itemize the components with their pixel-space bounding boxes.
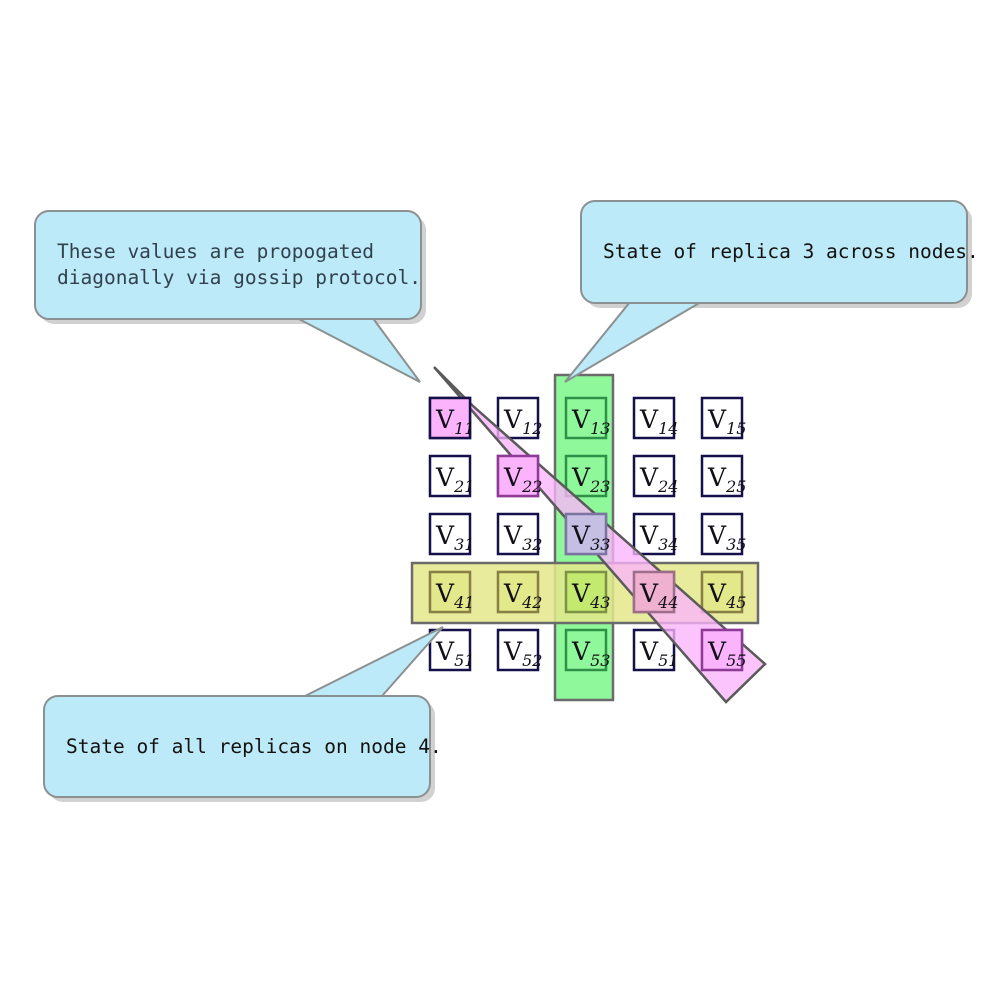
cell-subscript: 25 — [725, 477, 746, 496]
cell-subscript: 14 — [658, 419, 678, 438]
callout-tail-replica-3-note — [564, 301, 705, 383]
cell-box — [428, 570, 472, 614]
cell-box — [564, 396, 608, 440]
cell-subscript: 11 — [454, 419, 474, 438]
grid-cell-v14[interactable]: V14 — [632, 396, 678, 440]
cell-box — [496, 512, 540, 556]
grid-cell-v32[interactable]: V32 — [496, 512, 542, 556]
cell-subscript: 44 — [657, 593, 678, 612]
cell-subscript: 23 — [589, 477, 610, 496]
cell-box — [496, 570, 540, 614]
grid-cell-v41[interactable]: V41 — [428, 570, 474, 614]
cell-subscript: 35 — [726, 535, 746, 554]
cell-subscript: 31 — [454, 535, 474, 554]
grid-cell-v45[interactable]: V45 — [700, 570, 746, 614]
cell-subscript: 32 — [522, 535, 542, 554]
cell-subscript: 12 — [522, 419, 542, 438]
cell-subscript: 15 — [726, 419, 746, 438]
grid-cell-v42[interactable]: V42 — [496, 570, 542, 614]
grid-cell-v35[interactable]: V35 — [700, 512, 746, 556]
cell-subscript: 22 — [521, 477, 542, 496]
cell-box — [564, 454, 608, 498]
cell-subscript: 45 — [725, 593, 746, 612]
grid-cell-v24[interactable]: V24 — [632, 454, 678, 498]
callout-tail-node-4-note — [304, 626, 444, 697]
cell-box — [700, 454, 744, 498]
grid-cell-v44[interactable]: V44 — [632, 570, 678, 614]
grid-cell-v22[interactable]: V22 — [496, 454, 542, 498]
cell-subscript: 43 — [589, 593, 610, 612]
cell-subscript: 41 — [453, 593, 474, 612]
callout-box-gossip-note[interactable] — [34, 210, 422, 320]
cell-subscript: 51 — [454, 651, 474, 670]
grid-cell-v34[interactable]: V34 — [632, 512, 678, 556]
cell-box — [632, 396, 676, 440]
cell-box — [428, 512, 472, 556]
grid-cell-v13[interactable]: V13 — [564, 396, 610, 440]
cell-subscript: 13 — [590, 419, 610, 438]
grid-cell-v33[interactable]: V33 — [564, 512, 610, 556]
grid-cell-v25[interactable]: V25 — [700, 454, 746, 498]
grid-cell-v51[interactable]: V51 — [632, 628, 678, 672]
grid-cell-v53[interactable]: V53 — [564, 628, 610, 672]
cell-subscript: 55 — [726, 651, 746, 670]
grid-cell-v31[interactable]: V31 — [428, 512, 474, 556]
cell-subscript: 53 — [590, 651, 610, 670]
cell-box — [428, 454, 472, 498]
grid-cell-v43[interactable]: V43 — [564, 570, 610, 614]
grid-cell-v23[interactable]: V23 — [564, 454, 610, 498]
cell-box — [428, 628, 472, 672]
cell-box — [700, 628, 744, 672]
grid-cell-v51[interactable]: V51 — [428, 628, 474, 672]
grid-cell-v55[interactable]: V55 — [700, 628, 746, 672]
cell-subscript: 52 — [522, 651, 542, 670]
grid-cell-v11[interactable]: V11 — [428, 396, 474, 440]
callout-tail-gossip-note — [294, 316, 421, 383]
cell-box — [632, 454, 676, 498]
cell-subscript: 51 — [658, 651, 678, 670]
grid-cell-v15[interactable]: V15 — [700, 396, 746, 440]
cell-subscript: 21 — [453, 477, 474, 496]
cell-subscript: 42 — [521, 593, 542, 612]
grid-cell-v12[interactable]: V12 — [496, 396, 542, 440]
cell-subscript: 24 — [657, 477, 678, 496]
callout-box-node-4-note[interactable] — [43, 695, 431, 798]
cell-box — [700, 570, 744, 614]
cell-box — [632, 628, 676, 672]
callout-box-group — [34, 200, 968, 798]
cell-subscript: 33 — [590, 535, 610, 554]
cell-box — [564, 628, 608, 672]
cell-box — [632, 570, 676, 614]
cell-box — [564, 570, 608, 614]
cell-box — [496, 454, 540, 498]
cell-subscript: 34 — [658, 535, 678, 554]
cell-box — [496, 628, 540, 672]
cell-box — [700, 512, 744, 556]
cell-box — [700, 396, 744, 440]
cell-box — [632, 512, 676, 556]
callout-box-replica-3-note[interactable] — [580, 200, 968, 304]
cell-box — [428, 396, 472, 440]
cell-box — [496, 396, 540, 440]
cell-box — [564, 512, 608, 556]
grid-cell-v21[interactable]: V21 — [428, 454, 474, 498]
grid-cell-v52[interactable]: V52 — [496, 628, 542, 672]
